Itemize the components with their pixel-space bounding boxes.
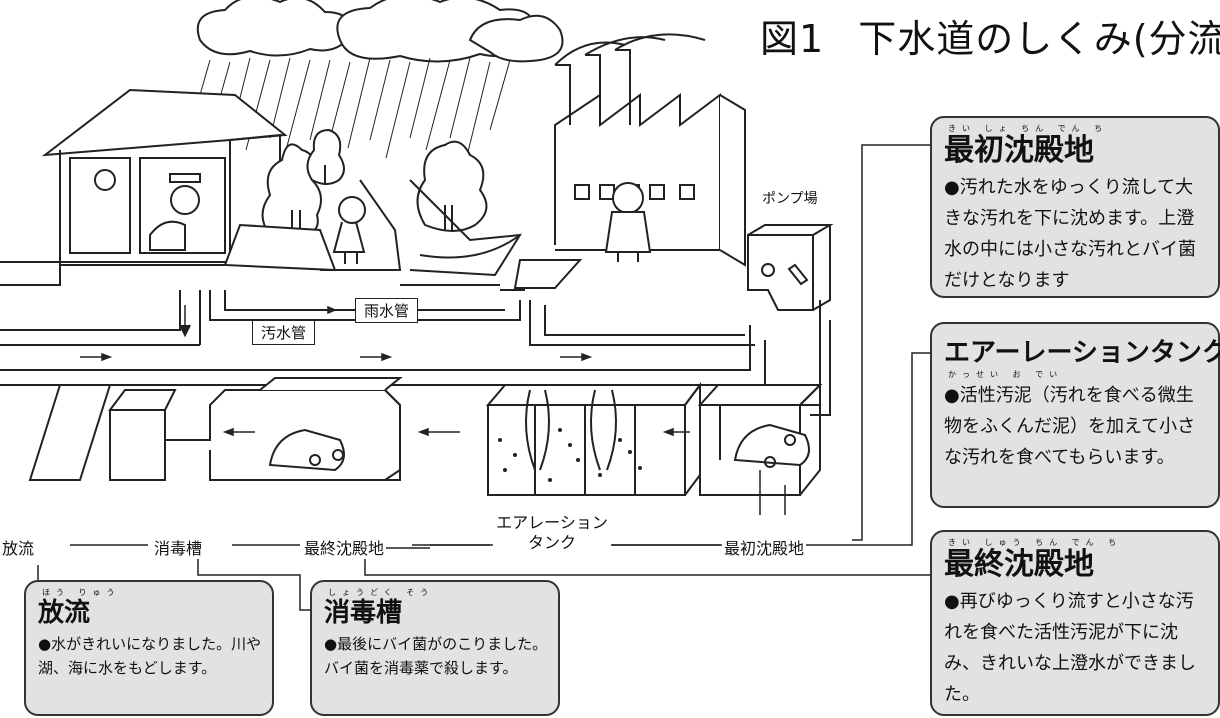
info-box-text: ●活性汚泥（汚れを食べる微生物をふくんだ泥）を加えて小さな汚れを食べてもらいます… bbox=[944, 385, 1196, 468]
rain-clouds bbox=[196, 0, 564, 63]
info-box-primary-settling: きい しょ ちん でん ち 最初沈殿地 ●汚れた水をゆっくり流して大きな汚れを下… bbox=[930, 116, 1220, 298]
info-box-text: ●最後にバイ菌がのこりました。バイ菌を消毒薬で殺します。 bbox=[324, 635, 548, 677]
aeration-bubbles bbox=[498, 428, 642, 482]
flow-label-primary-settling: 最初沈殿地 bbox=[722, 535, 807, 559]
info-box-final-settling: きい しゅう ちん でん ち 最終沈殿地 ●再びゆっくり流すと小さな汚れを食べた… bbox=[930, 530, 1220, 716]
sludge-scrapers bbox=[268, 423, 810, 472]
info-box-text: ●再びゆっくり流すと小さな汚れを食べた活性汚泥が下に沈み、きれいな上澄水ができま… bbox=[944, 591, 1196, 705]
boy-figure bbox=[332, 196, 366, 264]
rainwater-pipe-label: 雨水管 bbox=[355, 298, 419, 323]
aeration-tubes bbox=[525, 389, 617, 471]
pump-station bbox=[747, 224, 834, 311]
sewage-pipe-label: 汚水管 bbox=[252, 320, 316, 345]
figure-number: 図1 bbox=[760, 17, 825, 61]
flow-label-aeration-tank: エアレーションタンク bbox=[493, 513, 611, 553]
flow-label-aeration-line2: タンク bbox=[527, 533, 576, 552]
ruby-aeration: かっせい お でい bbox=[948, 370, 1064, 379]
info-box-text: ●汚れた水をゆっくり流して大きな汚れを下に沈めます。上澄水の中には小さな汚れとバ… bbox=[944, 177, 1196, 291]
ruby-primary: きい しょ ちん でん ち bbox=[948, 124, 1109, 133]
flow-label-final-settling: 最終沈殿地 bbox=[302, 535, 387, 559]
flow-arrows bbox=[80, 305, 690, 437]
flow-label-discharge: 放流 bbox=[0, 535, 37, 559]
ground bbox=[223, 179, 583, 291]
info-box-title: 放流 bbox=[38, 598, 91, 628]
factory bbox=[554, 33, 746, 267]
house bbox=[0, 88, 288, 286]
figure-title: 図1 下水道のしくみ(分流 bbox=[760, 8, 1220, 63]
man-figure bbox=[604, 182, 652, 262]
treatment-plant bbox=[28, 300, 831, 496]
figure-title-text: 下水道のしくみ(分流 bbox=[858, 17, 1220, 61]
info-box-title: エアーレーションタンク bbox=[944, 338, 1220, 368]
trees bbox=[261, 128, 488, 241]
ruby-discharge: ほう りゅう bbox=[42, 588, 121, 597]
sewer-pipes bbox=[0, 290, 766, 386]
info-box-title: 最終沈殿地 bbox=[944, 547, 1094, 582]
info-box-title: 消毒槽 bbox=[324, 598, 403, 628]
info-box-disinfection: しょうどく そう 消毒槽 ●最後にバイ菌がのこりました。バイ菌を消毒薬で殺します… bbox=[310, 580, 560, 716]
pump-station-label: ポンプ場 bbox=[762, 191, 818, 207]
info-box-aeration-tank: エアーレーションタンク かっせい お でい ●活性汚泥（汚れを食べる微生物をふく… bbox=[930, 322, 1220, 508]
info-box-text: ●水がきれいになりました。川や湖、海に水をもどします。 bbox=[38, 635, 262, 677]
flow-label-disinfection: 消毒槽 bbox=[152, 535, 205, 559]
ruby-final: きい しゅう ちん でん ち bbox=[948, 538, 1123, 547]
ruby-disinfection: しょうどく そう bbox=[328, 588, 435, 597]
flow-label-aeration-line1: エアレーション bbox=[496, 513, 608, 532]
info-box-title: 最初沈殿地 bbox=[944, 133, 1094, 168]
info-box-discharge: ほう りゅう 放流 ●水がきれいになりました。川や湖、海に水をもどします。 bbox=[24, 580, 274, 716]
